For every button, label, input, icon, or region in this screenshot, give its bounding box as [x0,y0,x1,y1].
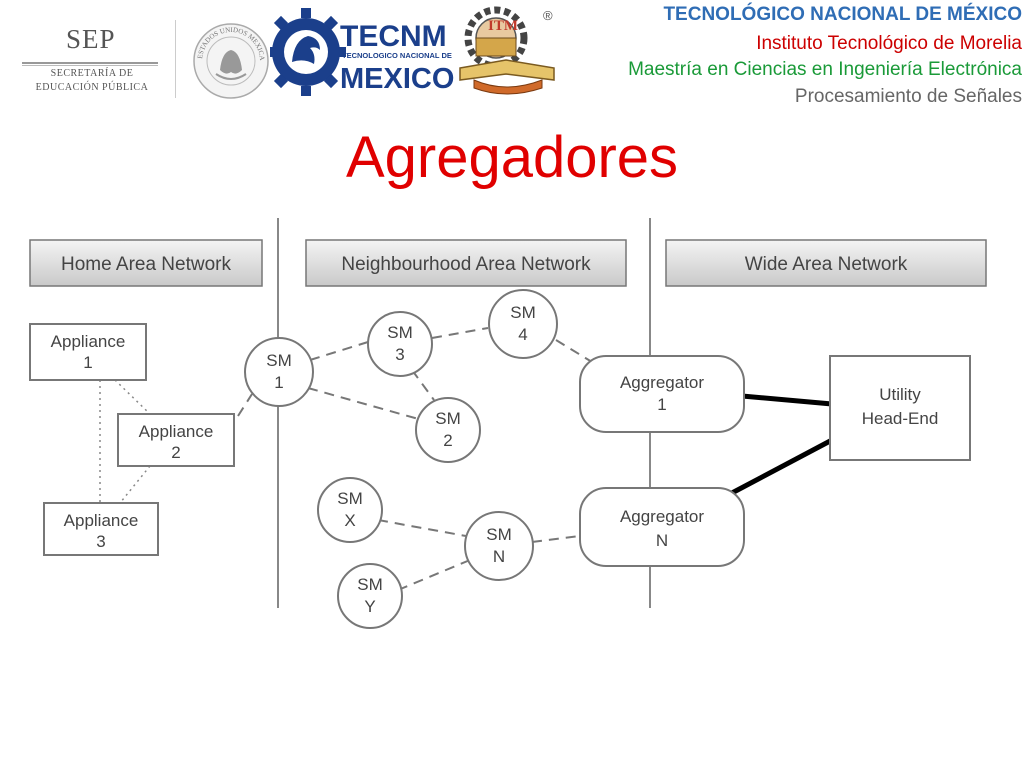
node-appliance-1-number: 1 [83,353,92,372]
header-program: Maestría en Ciencias en Ingeniería Elect… [628,59,1022,80]
section-header-han: Home Area Network [29,239,263,287]
node-sm-2-id: 2 [443,431,452,450]
link-sm4-aggregator1 [555,339,593,363]
node-sm-y: SM Y [337,563,403,629]
node-appliance-3-label: Appliance [64,511,139,530]
eagle-head-icon [292,36,320,64]
node-sm-4: SM 4 [488,289,558,359]
link-appliance2-appliance3 [119,465,151,504]
node-aggregator-n-label: Aggregator [620,507,704,526]
sep-logo: SEP SECRETARÍA DE EDUCACIÓN PÚBLICA [22,24,162,96]
header-campus: Instituto Tecnológico de Morelia [756,33,1022,54]
link-appliance2-sm1 [237,393,253,417]
link-aggregator1-utility [741,393,833,407]
node-sm-x-label: SM [337,489,363,508]
node-aggregator-1-label: Aggregator [620,373,704,392]
itm-shield-icon [475,37,517,57]
node-appliance-1-label: Appliance [51,332,126,351]
section-label-han: Home Area Network [61,254,232,275]
node-utility-label: Utility [879,385,921,404]
link-aggregatorn-utility [728,437,834,497]
node-sm-2: SM 2 [415,397,481,463]
gear-icon [270,8,346,96]
link-appliance1-appliance2 [114,379,151,415]
sep-logo-rule-thin [22,65,158,66]
node-sm-1: SM 1 [244,337,314,407]
sep-logo-text: SEP [66,24,116,54]
sep-logo-subtitle-1: SECRETARÍA DE [50,68,134,79]
link-sm1-sm2 [307,387,423,421]
tecnm-logo-country: MEXICO [340,63,454,95]
node-sm-y-id: Y [364,597,375,616]
slide-title: Agregadores [345,125,679,190]
logo-divider [175,20,176,98]
link-smn-aggregatorn [531,535,581,543]
sep-logo-rule [22,62,158,64]
node-appliance-3-number: 3 [96,532,105,551]
node-sm-3-label: SM [387,323,413,342]
node-sm-3-id: 3 [395,345,404,364]
eagle-icon [220,50,242,74]
node-sm-3: SM 3 [367,311,433,377]
section-label-nan: Neighbourhood Area Network [341,254,591,275]
link-sm1-sm3 [309,341,369,361]
section-header-nan: Neighbourhood Area Network [305,239,627,287]
node-utility-head-end: Utility Head-End [829,355,971,461]
itm-logo: ITM [459,6,555,95]
node-sm-1-label: SM [266,351,292,370]
node-sm-x: SM X [317,477,383,543]
link-smy-smn [397,559,471,591]
node-utility-sublabel: Head-End [862,409,939,428]
node-sm-n: SM N [464,511,534,581]
node-appliance-2-number: 2 [171,443,180,462]
node-aggregator-1-id: 1 [657,395,666,414]
node-appliance-2: Appliance 2 [117,413,235,467]
link-sm3-sm2 [411,369,435,401]
link-smx-smn [377,519,467,537]
header-institution: TECNOLÓGICO NACIONAL DE MÉXICO [663,4,1022,25]
itm-logo-text: ITM [488,18,518,34]
node-sm-1-id: 1 [274,373,283,392]
mexico-seal-logo: ESTADOS UNIDOS MEXICANOS [192,22,269,99]
node-sm-2-label: SM [435,409,461,428]
node-sm-n-id: N [493,547,505,566]
node-appliance-2-label: Appliance [139,422,214,441]
tecnm-logo-subtitle: TECNOLOGICO NACIONAL DE [342,51,452,60]
node-aggregator-1: Aggregator 1 [579,355,745,433]
sep-logo-subtitle-2: EDUCACIÓN PÚBLICA [35,82,149,93]
node-aggregator-n: Aggregator N [579,487,745,567]
node-appliance-1: Appliance 1 [29,323,147,381]
seal-branch-icon [215,73,247,80]
node-sm-n-label: SM [486,525,512,544]
node-sm-x-id: X [344,511,355,530]
itm-ribbon-icon [473,79,543,95]
section-label-wan: Wide Area Network [745,254,908,275]
node-sm-4-label: SM [510,303,536,322]
tecnm-logo: TECNM TECNOLOGICO NACIONAL DE MEXICO [270,8,454,96]
tecnm-logo-title: TECNM [340,20,447,53]
node-sm-y-label: SM [357,575,383,594]
node-appliance-3: Appliance 3 [43,502,159,556]
node-aggregator-n-id: N [656,531,668,550]
book-icon [459,59,555,81]
registered-mark: ® [543,8,553,23]
section-header-wan: Wide Area Network [665,239,987,287]
node-sm-4-id: 4 [518,325,527,344]
header-course: Procesamiento de Señales [794,86,1022,107]
link-sm3-sm4 [431,327,489,339]
